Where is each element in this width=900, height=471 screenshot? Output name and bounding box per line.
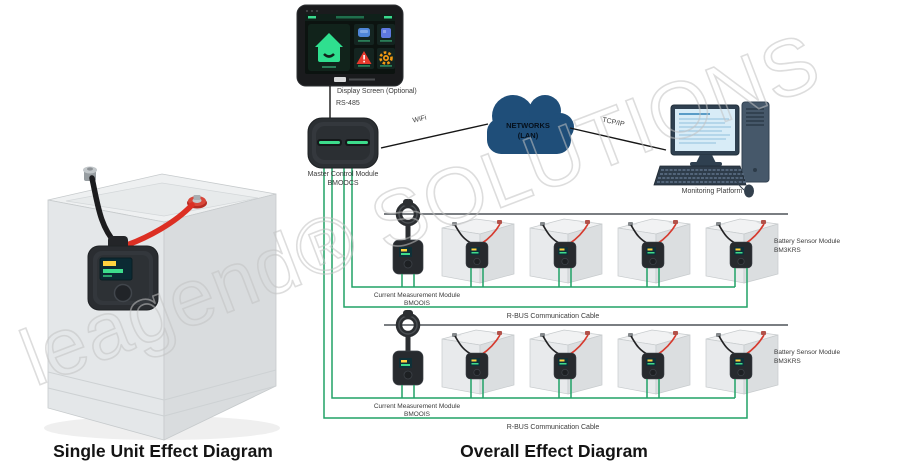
master-control-model: BMOOCS [327, 180, 358, 187]
cloud-label-line2: (LAN) [518, 131, 539, 140]
current-module-label-row2: Current Measurement Module [374, 403, 461, 410]
battery-sensor-module-large [87, 245, 159, 311]
rbus-upper-row2 [331, 166, 735, 399]
battery-sensor-label-row1: Battery Sensor Module [774, 238, 841, 245]
battery-with-sensor [441, 329, 515, 395]
battery-with-sensor [705, 218, 779, 284]
gear-icon [379, 51, 393, 65]
current-module-model-row2: BMOOIS [404, 411, 431, 418]
battery-with-sensor [705, 329, 779, 395]
rbus-label-row1: R-BUS Communication Cable [507, 313, 600, 320]
module-button [113, 283, 133, 303]
rbus-drops-row2 [401, 379, 736, 398]
wifi-line [380, 123, 489, 149]
battery-with-sensor [617, 329, 691, 395]
battery-with-sensor [617, 218, 691, 284]
rbus-lower-row2 [323, 166, 748, 419]
warning-triangle-icon [356, 51, 372, 64]
wifi-label: WiFi [412, 114, 428, 124]
rbus-label-row2: R-BUS Communication Cable [507, 424, 600, 431]
battery-sensor-model-row2: BM3KRS [774, 358, 801, 365]
display-screen-device [296, 4, 404, 87]
monitoring-platform-label: Monitoring Platform [682, 188, 743, 195]
rbus-upper-row1 [351, 166, 735, 288]
monitoring-platform-device [653, 101, 770, 198]
network-cloud: NETWORKS (LAN) [487, 95, 574, 154]
current-module-label-row1: Current Measurement Module [374, 292, 461, 299]
battery-sensor-model-row1: BM3KRS [774, 247, 801, 254]
rbus-wiring [323, 166, 748, 419]
home-icon [315, 33, 343, 62]
pc-mouse [744, 184, 754, 198]
battery-string-row2 [393, 310, 779, 395]
blue-panel-icon [358, 28, 370, 37]
blue-grid-icon [381, 28, 391, 38]
master-control-label: Master Control Module [308, 171, 379, 178]
tcpip-line [569, 127, 667, 151]
overall-title: Overall Effect Diagram [460, 441, 648, 461]
battery-sensor-label-row2: Battery Sensor Module [774, 349, 841, 356]
rbus-drops-row1 [401, 268, 736, 287]
single-unit-title: Single Unit Effect Diagram [53, 441, 273, 461]
tcpip-label: TCP/IP [602, 117, 626, 129]
pc-tower [741, 101, 770, 183]
current-module-model-row1: BMOOIS [404, 300, 431, 307]
master-control-device [307, 117, 379, 169]
red-cable [121, 202, 195, 249]
rs485-label: RS-485 [336, 100, 360, 107]
battery-with-sensor [529, 218, 603, 284]
current-clamp-module [393, 310, 423, 385]
single-unit-battery [44, 166, 280, 441]
rbus-lower-row1 [343, 166, 748, 308]
cloud-label-line1: NETWORKS [506, 121, 550, 130]
positive-terminal [187, 195, 207, 209]
battery-with-sensor [529, 329, 603, 395]
display-screen-label: Display Screen (Optional) [337, 88, 417, 95]
